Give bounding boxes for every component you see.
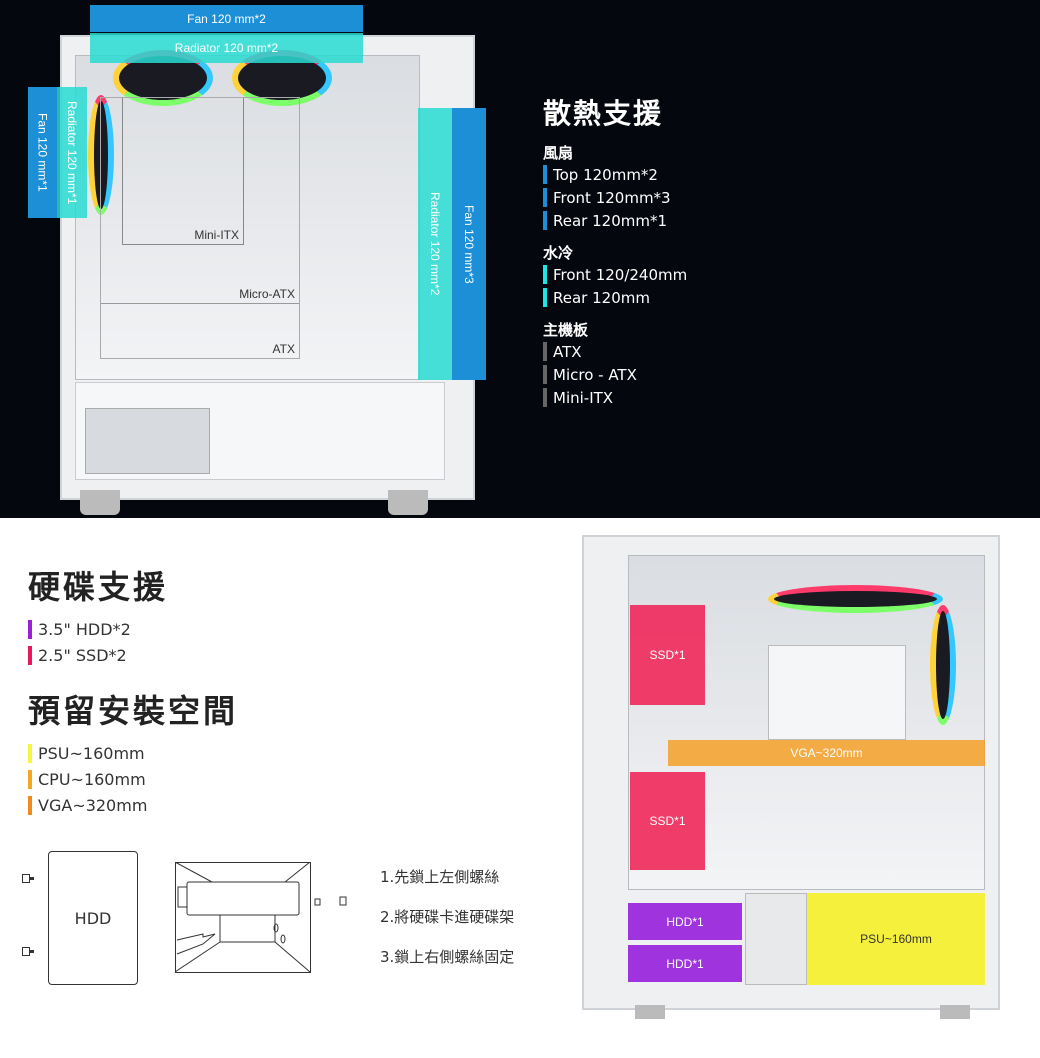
spec-item: Mini-ITX xyxy=(543,386,687,409)
spec-group-heading: 主機板 xyxy=(543,321,589,339)
spec-item-text: Micro - ATX xyxy=(553,365,637,384)
cooling-title: 散熱支援 xyxy=(543,97,664,130)
ssd-slot-overlay: SSD*1 xyxy=(630,605,705,705)
spec-item: CPU~160mm xyxy=(28,766,238,792)
spec-item: Micro - ATX xyxy=(543,363,687,386)
case-foot xyxy=(388,490,428,515)
psu-clearance-overlay: PSU~160mm xyxy=(807,893,985,985)
spec-item-text: Rear 120mm*1 xyxy=(553,211,668,230)
step-2: 2.將硬碟卡進硬碟架 xyxy=(380,908,515,926)
spec-group-heading: 風扇 xyxy=(543,144,574,162)
color-bar xyxy=(28,619,32,639)
spec-item: Front 120/240mm xyxy=(543,263,687,286)
spec-item-text: Front 120/240mm xyxy=(553,265,688,284)
step-3: 3.鎖上右側螺絲固定 xyxy=(380,948,515,966)
color-bar xyxy=(28,769,32,789)
spec-item: Front 120mm*3 xyxy=(543,186,687,209)
hdd-slot-overlay: HDD*1 xyxy=(628,945,742,982)
spec-item: VGA~320mm xyxy=(28,792,238,818)
spec-item-text: CPU~160mm xyxy=(38,769,146,789)
spec-item-text: Top 120mm*2 xyxy=(553,165,658,184)
color-bar xyxy=(543,388,547,407)
atx-outline: ATX xyxy=(100,97,300,359)
color-bar xyxy=(543,365,547,384)
rgb-fan xyxy=(768,585,943,613)
psu-bay xyxy=(85,408,210,474)
fan-top-label: Fan 120 mm*2 xyxy=(90,5,363,32)
spec-item: Rear 120mm xyxy=(543,286,687,309)
shroud xyxy=(745,893,807,985)
step-1: 1.先鎖上左側螺絲 xyxy=(380,868,500,886)
spec-item: Top 120mm*2 xyxy=(543,163,687,186)
spec-item-text: 2.5" SSD*2 xyxy=(38,645,127,665)
drive-support: 硬碟支援 3.5" HDD*2 2.5" SSD*2 預留安裝空間 PSU~160… xyxy=(28,562,238,818)
screw-icon xyxy=(22,874,34,883)
case-foot xyxy=(80,490,120,515)
color-bar xyxy=(543,211,547,230)
color-bar xyxy=(543,188,547,207)
color-bar xyxy=(28,645,32,665)
space-title: 預留安裝空間 xyxy=(28,692,239,730)
spec-group-heading: 水冷 xyxy=(543,244,574,262)
cooling-section: Mini-ITX Micro-ATX ATX Fan 120 mm*2 Radi… xyxy=(0,0,1040,518)
install-steps: 1.先鎖上左側螺絲 2.將硬碟卡進硬碟架 3.鎖上右側螺絲固定 xyxy=(380,866,514,986)
radiator-top-label: Radiator 120 mm*2 xyxy=(90,33,363,63)
spec-item: 3.5" HDD*2 xyxy=(28,616,238,642)
case-foot xyxy=(940,1005,970,1019)
rgb-fan xyxy=(88,95,114,215)
case-foot xyxy=(635,1005,665,1019)
hdd-diagram: HDD xyxy=(48,851,138,985)
spec-item-text: PSU~160mm xyxy=(38,743,145,763)
radiator-front-label: Radiator 120 mm*2 xyxy=(418,108,452,380)
fan-rear-label: Fan 120 mm*1 xyxy=(28,87,57,218)
spec-item-text: ATX xyxy=(553,342,582,361)
color-bar xyxy=(28,795,32,815)
color-bar xyxy=(543,165,547,184)
rgb-fan xyxy=(930,605,956,725)
color-bar xyxy=(28,743,32,763)
radiator-rear-label: Radiator 120 mm*1 xyxy=(57,87,87,218)
vga-clearance-overlay: VGA~320mm xyxy=(668,740,985,766)
drive-cage-diagram xyxy=(175,862,347,973)
spec-item-text: Mini-ITX xyxy=(553,388,614,407)
spec-item: PSU~160mm xyxy=(28,740,238,766)
color-bar xyxy=(543,288,547,307)
spec-item-text: 3.5" HDD*2 xyxy=(38,619,131,639)
color-bar xyxy=(543,265,547,284)
spec-item: ATX xyxy=(543,340,687,363)
cpu-cutout xyxy=(768,645,906,740)
case-interior xyxy=(75,55,420,380)
ssd-slot-overlay: SSD*1 xyxy=(630,772,705,870)
fan-front-label: Fan 120 mm*3 xyxy=(452,108,486,380)
color-bar xyxy=(543,342,547,361)
screw-icon xyxy=(22,947,34,956)
hdd-slot-overlay: HDD*1 xyxy=(628,903,742,940)
spec-item: 2.5" SSD*2 xyxy=(28,642,238,668)
spec-item-text: VGA~320mm xyxy=(38,795,148,815)
spec-item: Rear 120mm*1 xyxy=(543,209,687,232)
spec-item-text: Rear 120mm xyxy=(553,288,650,307)
spec-item-text: Front 120mm*3 xyxy=(553,188,671,207)
drive-title: 硬碟支援 xyxy=(28,568,169,606)
